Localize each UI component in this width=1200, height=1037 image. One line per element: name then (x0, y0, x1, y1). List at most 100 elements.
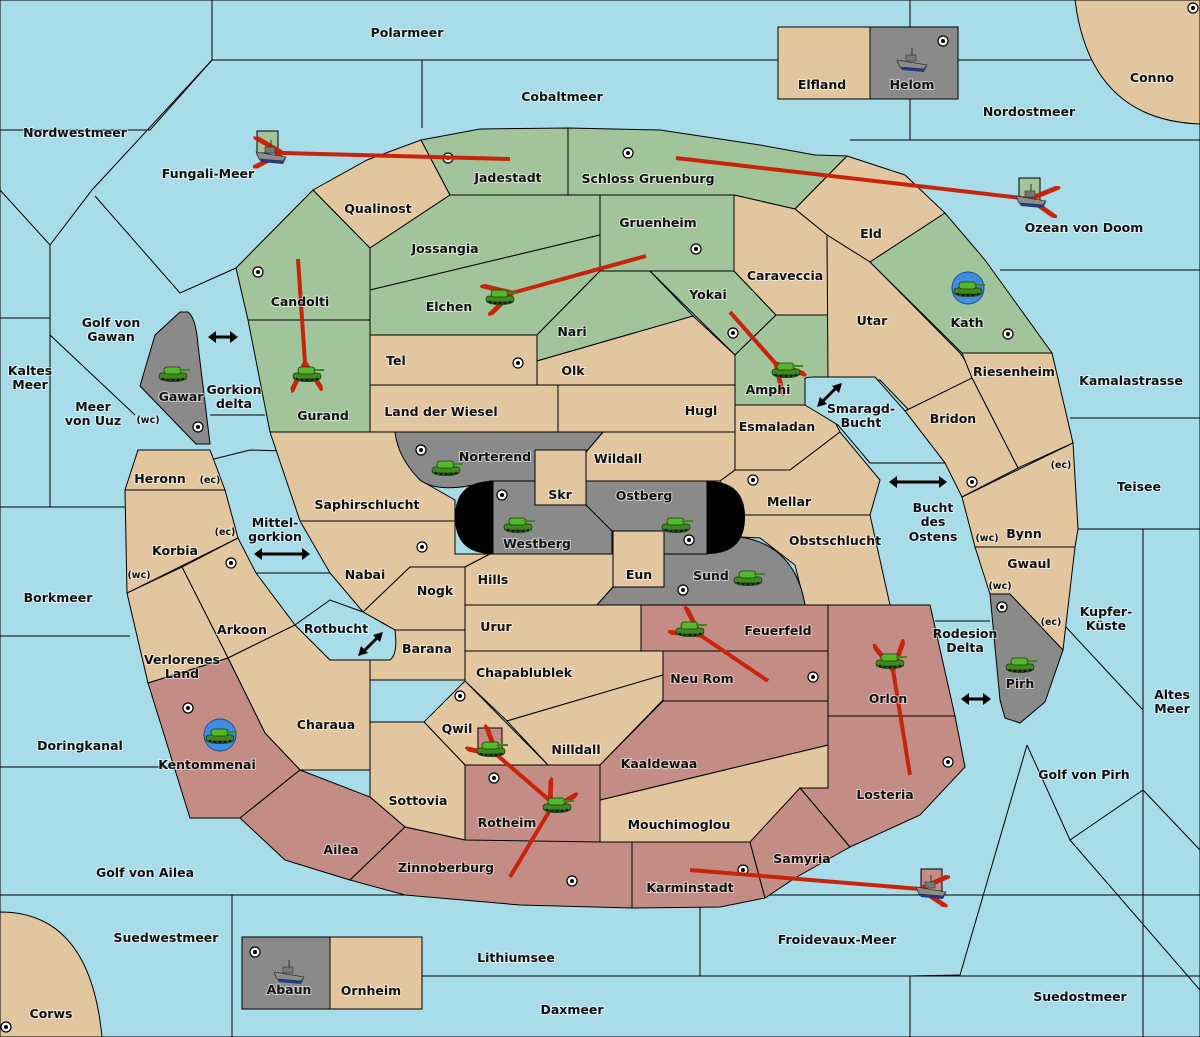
province-losteria[interactable] (798, 715, 966, 848)
order-arrow (508, 810, 550, 879)
province-samyria[interactable] (749, 787, 851, 899)
double-arrow-icon (254, 548, 310, 560)
label-gruenheim: Gruenheim (619, 215, 696, 230)
label-jossangia: Jossangia (410, 241, 478, 256)
label-froidevaux: Froidevaux-Meer (778, 932, 897, 947)
label-neu-rom: Neu Rom (670, 671, 733, 686)
label-sund: Sund (693, 568, 729, 583)
province-conno[interactable] (1074, 0, 1200, 125)
coast-marker: (wc) (988, 581, 1011, 592)
province-rotheim[interactable] (464, 764, 601, 843)
label-verlorenes-1: Verlorenes (144, 652, 220, 667)
province-bynn[interactable] (961, 442, 1079, 548)
label-mittel-2: gorkion (248, 529, 302, 544)
label-elfland: Elfland (798, 77, 846, 92)
army-icon (661, 517, 694, 534)
label-amphi: Amphi (746, 382, 791, 397)
province-karminstadt[interactable] (631, 841, 766, 909)
label-golf-ailea: Golf von Ailea (96, 865, 194, 880)
label-zinnoberburg: Zinnoberburg (398, 860, 494, 875)
label-skr: Skr (548, 487, 572, 502)
order-arrow (512, 254, 647, 293)
label-heronn: Heronn (134, 471, 186, 486)
province-eun[interactable] (612, 530, 665, 588)
army-icon (953, 281, 986, 298)
label-kaltes-2: Meer (12, 377, 48, 392)
label-gorkion-2: delta (216, 396, 252, 411)
double-arrow-icon (358, 632, 383, 656)
double-arrow-icon (889, 476, 947, 488)
order-arrow (893, 670, 912, 776)
province-ornheim[interactable] (329, 936, 423, 1010)
coast-marker: (wc) (975, 533, 998, 544)
order-arrow (675, 156, 1030, 199)
label-hugl: Hugl (685, 403, 718, 418)
label-bucht-1: Bucht (913, 500, 954, 515)
label-arkoon: Arkoon (217, 622, 267, 637)
coast-marker: (ec) (215, 527, 236, 538)
label-rodesion-1: Rodesion (933, 626, 998, 641)
label-conno: Conno (1130, 70, 1175, 85)
label-eld: Eld (860, 226, 882, 241)
label-schloss: Schloss Gruenburg (581, 171, 714, 186)
label-chapablublek: Chapablublek (476, 665, 573, 680)
label-gurand: Gurand (297, 408, 349, 423)
province-elfland[interactable] (777, 26, 871, 100)
main-continent (124, 127, 1079, 909)
label-riesenheim: Riesenheim (973, 364, 1055, 379)
order-arrow (728, 310, 776, 364)
label-suedostmeer: Suedostmeer (1033, 989, 1127, 1004)
army-icon (485, 289, 518, 306)
double-arrow-icon (961, 693, 991, 705)
label-samyria: Samyria (773, 851, 831, 866)
label-eun: Eun (626, 567, 652, 582)
coast-marker: (wc) (127, 570, 150, 581)
label-bynn: Bynn (1006, 526, 1041, 541)
label-golf-gawan-1: Golf von (82, 315, 141, 330)
label-karminstadt: Karminstadt (646, 880, 733, 895)
label-nordostmeer: Nordostmeer (983, 104, 1076, 119)
label-suedwestmeer: Suedwestmeer (114, 930, 220, 945)
province-kaaldewaa[interactable] (599, 700, 829, 801)
label-candolti: Candolti (271, 294, 330, 309)
label-nilldall: Nilldall (551, 742, 600, 757)
label-westberg: Westberg (503, 536, 571, 551)
province-olk[interactable] (536, 315, 736, 386)
label-gorkion-1: Gorkion (206, 382, 261, 397)
label-daxmeer: Daxmeer (540, 1002, 604, 1017)
order-arrow (282, 153, 511, 159)
label-ostberg: Ostberg (616, 488, 673, 503)
label-esmaladan: Esmaladan (739, 419, 815, 434)
label-qualinost: Qualinost (344, 201, 411, 216)
label-sottovia: Sottovia (389, 793, 448, 808)
label-gawar: Gawar (159, 389, 205, 404)
label-kaaldewaa: Kaaldewaa (621, 756, 698, 771)
label-smaragd-2: Bucht (841, 415, 882, 430)
province-skr[interactable] (534, 449, 587, 506)
label-uuz-2: von Uuz (65, 413, 121, 428)
army-icon (292, 366, 325, 383)
label-ornheim: Ornheim (341, 983, 401, 998)
label-charaua: Charaua (297, 717, 355, 732)
army-icon (875, 653, 908, 670)
label-nabai: Nabai (345, 567, 386, 582)
label-bucht-3: Ostens (909, 529, 958, 544)
province-corws[interactable] (0, 911, 103, 1037)
army-icon (733, 570, 766, 587)
label-doringkanal: Doringkanal (37, 738, 123, 753)
label-kaltes-1: Kaltes (8, 363, 52, 378)
label-mellar: Mellar (767, 494, 812, 509)
label-barana: Barana (402, 641, 452, 656)
label-elchen: Elchen (426, 299, 473, 314)
province-riesenheim[interactable] (961, 352, 1074, 469)
label-corws: Corws (30, 1006, 73, 1021)
label-abaun: Abaun (267, 982, 312, 997)
province-sund[interactable] (595, 536, 806, 606)
label-saphirschlucht: Saphirschlucht (315, 497, 420, 512)
army-icon (205, 728, 238, 745)
label-golf-pirh: Golf von Pirh (1038, 767, 1129, 782)
province-gruenheim[interactable] (599, 194, 735, 272)
order-arrow (689, 868, 920, 889)
